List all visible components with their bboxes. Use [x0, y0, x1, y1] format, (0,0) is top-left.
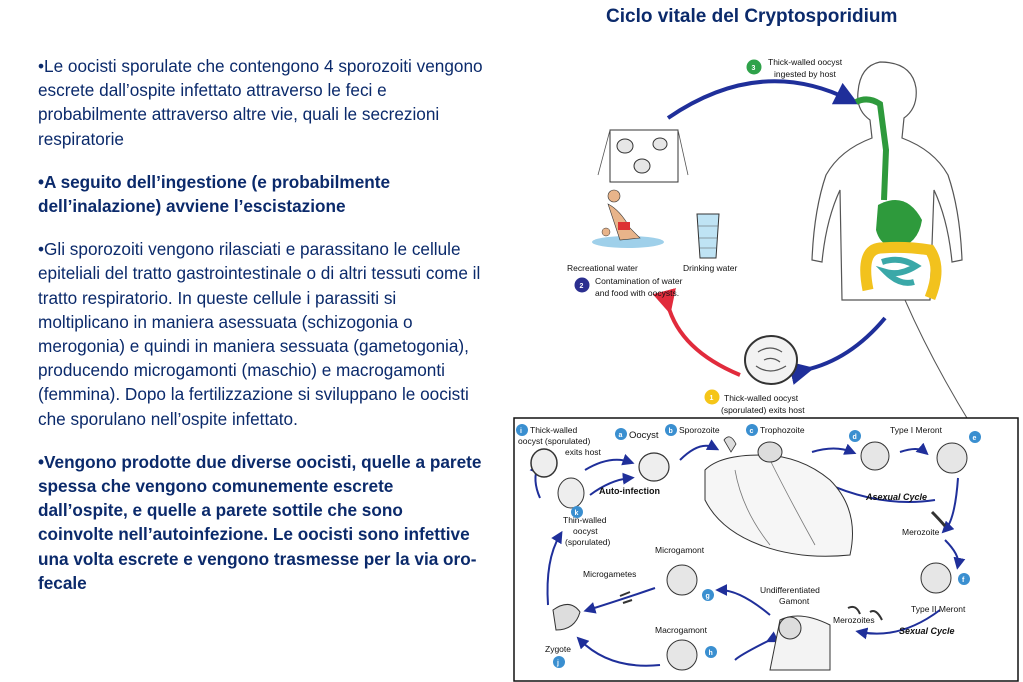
badge-h: h [709, 650, 713, 657]
merozoites-label: Merozoites [833, 615, 875, 625]
drinking-water-label: Drinking water [683, 263, 737, 273]
sporozoite-icon [723, 436, 737, 453]
microgametes-icon [619, 591, 633, 604]
thick-oocyst-label-3: exits host [565, 447, 602, 457]
paragraph-multiplication: •Gli sporozoiti vengono rilasciati e par… [38, 239, 481, 429]
badge-k: k [575, 510, 579, 517]
type-2-meront-icon [920, 562, 952, 594]
zygote-icon [552, 604, 581, 631]
sexual-cycle-label: Sexual Cycle [899, 626, 955, 636]
oocyst-icon [616, 138, 634, 154]
type-2-meront-label: Type II Meront [911, 604, 966, 614]
sporozoite-label: Sporozoite [679, 425, 720, 435]
zygote-label: Zygote [545, 644, 571, 654]
thin-oocyst-label-2: oocyst [573, 526, 598, 536]
transmission-diagram: Recreational water Drinking water 2 Cont… [567, 57, 1001, 471]
oocyst-inset-box [609, 129, 679, 183]
trophozoite-icon [757, 441, 783, 463]
swimmer-illustration-icon [592, 189, 664, 248]
macrogamont-label: Macrogamont [655, 625, 708, 635]
contamination-arrow [652, 287, 741, 377]
badge-f: f [962, 577, 965, 584]
badge-i: i [520, 428, 522, 435]
macrogamont-icon [666, 639, 698, 671]
badge-c: c [750, 428, 754, 435]
thin-oocyst-icon [557, 477, 585, 509]
step-1-line2: (sporulated) exits host [721, 405, 805, 415]
type-1-meront-label: Type I Meront [890, 425, 943, 435]
asexual-cycle-label: Asexual Cycle [865, 492, 927, 502]
drinking-glass-icon [696, 213, 720, 259]
merozoite-label: Merozoite [902, 527, 940, 537]
developmental-cycle-diagram: i a b c d e k f g h j Thick-walled oocys… [513, 417, 1019, 682]
thick-oocyst-label-2: oocyst (sporulated) [518, 436, 590, 446]
paragraph-oocyst-types: •Vengono prodotte due diverse oocisti, q… [38, 451, 482, 593]
svg-text:2: 2 [580, 283, 584, 290]
page-title: Ciclo vitale del Cryptosporidium [606, 6, 898, 27]
badge-d: d [853, 434, 857, 441]
oocyst-label: Oocyst [629, 430, 659, 441]
merozoites-icon [847, 605, 883, 621]
gamont-icon [778, 616, 802, 640]
microgamont-label: Microgamont [655, 545, 705, 555]
merozoite-icon [930, 510, 947, 527]
thick-oocyst-label-1: Thick-walled [530, 425, 578, 435]
bullet-text-column: •Le oocisti sporulate che contengono 4 s… [38, 54, 483, 614]
step-2-line2: and food with oocysts. [595, 288, 679, 298]
step-1-badge [704, 389, 720, 405]
auto-infection-label: Auto-infection [599, 486, 660, 496]
human-body-icon [811, 61, 1001, 471]
trophozoite-label: Trophozoite [760, 425, 805, 435]
svg-text:3: 3 [752, 65, 756, 72]
badge-a: a [619, 432, 623, 439]
exit-arrow [788, 316, 887, 385]
undifferentiated-label: Undifferentiated [760, 585, 820, 595]
step-3-badge [746, 59, 762, 75]
svg-text:1: 1 [710, 395, 714, 402]
thin-oocyst-label-3: (sporulated) [565, 537, 611, 547]
badge-j: j [556, 660, 559, 667]
recreational-water-label: Recreational water [567, 263, 638, 273]
step-2-badge [574, 277, 590, 293]
paragraph-excretion: •Le oocisti sporulate che contengono 4 s… [38, 56, 483, 149]
paragraph-excystation: •A seguito dell’ingestione (e probabilme… [38, 171, 391, 217]
thick-oocyst-icon [530, 448, 558, 478]
step-2-line1: Contamination of water [595, 276, 683, 286]
step-3-line2: ingested by host [774, 69, 837, 79]
thin-oocyst-label-1: Thin-walled [563, 515, 607, 525]
step-3-line1: Thick-walled oocyst [768, 57, 843, 67]
microgamont-icon [666, 564, 698, 596]
step-1-line1: Thick-walled oocyst [724, 393, 799, 403]
oocyst-stage-icon [638, 452, 670, 482]
badge-b: b [669, 428, 673, 435]
badge-g: g [706, 593, 710, 600]
badge-e: e [973, 435, 977, 442]
oocyst-icon [633, 158, 651, 174]
ingestion-arrow [666, 79, 859, 120]
oocyst-icon [652, 137, 668, 151]
microgametes-label: Microgametes [583, 569, 636, 579]
gamont-label: Gamont [779, 596, 810, 606]
thick-walled-oocyst-icon [744, 335, 798, 385]
type-1-meront-icon [860, 441, 890, 471]
